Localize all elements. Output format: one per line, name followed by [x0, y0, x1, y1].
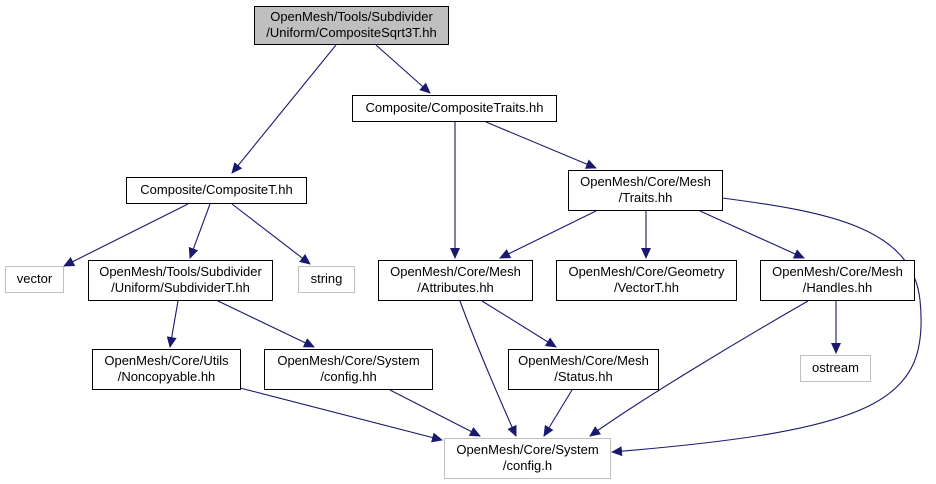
- edge-attributes-to-configH: [459, 300, 517, 437]
- edge-meshTraits-to-attributes: [499, 210, 597, 259]
- edge-noncopyable-to-configH: [239, 387, 443, 443]
- node-label-line: /Traits.hh: [619, 190, 673, 205]
- node-label-line: Composite/CompositeTraits.hh: [366, 100, 544, 115]
- node-label-line: OpenMesh/Core/Mesh: [518, 353, 649, 368]
- node-label-line: OpenMesh/Core/Geometry: [568, 264, 725, 279]
- node-label-line: OpenMesh/Core/Mesh: [580, 174, 711, 189]
- edge-meshTraits-to-handles: [699, 210, 805, 259]
- node-vectorT[interactable]: OpenMesh/Core/Geometry/VectorT.hh: [556, 260, 737, 301]
- node-subdividerT[interactable]: OpenMesh/Tools/Subdivider/Uniform/Subdiv…: [88, 260, 273, 301]
- edge-root-to-compositeTraits: [375, 44, 431, 94]
- node-label-line: /config.hh: [320, 369, 376, 384]
- node-box: [264, 349, 433, 390]
- node-box: [800, 355, 871, 382]
- edge-subdividerT-to-configHH: [217, 300, 315, 348]
- edge-compositeT-to-string: [231, 203, 311, 265]
- node-box: [92, 349, 241, 390]
- node-string: string: [298, 266, 355, 293]
- node-vector: vector: [5, 266, 64, 293]
- edge-attributes-to-status: [481, 300, 557, 348]
- node-noncopyable[interactable]: OpenMesh/Core/Utils/Noncopyable.hh: [92, 349, 241, 390]
- node-box: [378, 260, 533, 301]
- node-label-line: /Status.hh: [554, 369, 613, 384]
- node-label-line: OpenMesh/Tools/Subdivider: [99, 264, 262, 279]
- node-handles[interactable]: OpenMesh/Core/Mesh/Handles.hh: [760, 260, 915, 301]
- node-label-line: /Uniform/SubdividerT.hh: [111, 280, 250, 295]
- node-ostream: ostream: [800, 355, 871, 382]
- node-status[interactable]: OpenMesh/Core/Mesh/Status.hh: [508, 349, 659, 390]
- node-configH: OpenMesh/Core/System/config.h: [444, 438, 611, 479]
- node-label-line: OpenMesh/Core/System: [456, 442, 598, 457]
- edge-configHH-to-configH: [389, 389, 481, 437]
- node-box: [88, 260, 273, 301]
- node-label-line: /config.h: [503, 458, 552, 473]
- edge-compositeT-to-vector: [63, 203, 189, 267]
- node-root[interactable]: OpenMesh/Tools/Subdivider/Uniform/Compos…: [254, 6, 449, 45]
- node-box: [760, 260, 915, 301]
- node-label-line: OpenMesh/Core/Mesh: [390, 264, 521, 279]
- node-compositeTraits[interactable]: Composite/CompositeTraits.hh: [352, 95, 557, 122]
- edge-meshTraits-to-configH: [611, 197, 922, 457]
- node-compositeT[interactable]: Composite/CompositeT.hh: [126, 177, 307, 204]
- node-label-line: OpenMesh/Core/System: [277, 353, 419, 368]
- node-label-line: /Handles.hh: [803, 280, 872, 295]
- node-label-line: ostream: [812, 360, 859, 375]
- edge-handles-to-configH: [589, 300, 809, 437]
- node-label-line: /Noncopyable.hh: [118, 369, 216, 384]
- edge-subdividerT-to-noncopyable: [166, 300, 179, 348]
- node-configHH[interactable]: OpenMesh/Core/System/config.hh: [264, 349, 433, 390]
- node-box: [568, 170, 723, 211]
- node-box: [254, 6, 449, 45]
- node-label-line: /VectorT.hh: [614, 280, 679, 295]
- node-box: [352, 95, 557, 122]
- edge-status-to-configH: [543, 389, 573, 437]
- edge-root-to-compositeT: [231, 44, 337, 174]
- node-label-line: string: [311, 271, 343, 286]
- node-label-line: vector: [17, 271, 53, 286]
- node-label-line: /Attributes.hh: [417, 280, 494, 295]
- node-box: [126, 177, 307, 204]
- node-meshTraits[interactable]: OpenMesh/Core/Mesh/Traits.hh: [568, 170, 723, 211]
- node-label-line: OpenMesh/Core/Mesh: [772, 264, 903, 279]
- node-box: [444, 438, 611, 479]
- node-label-line: OpenMesh/Tools/Subdivider: [270, 9, 433, 24]
- node-box: [298, 266, 355, 293]
- node-label-line: OpenMesh/Core/Utils: [104, 353, 229, 368]
- node-attributes[interactable]: OpenMesh/Core/Mesh/Attributes.hh: [378, 260, 533, 301]
- nodes-layer: OpenMesh/Tools/Subdivider/Uniform/Compos…: [5, 6, 915, 479]
- node-label-line: Composite/CompositeT.hh: [140, 182, 292, 197]
- node-box: [508, 349, 659, 390]
- node-box: [5, 266, 64, 293]
- node-label-line: /Uniform/CompositeSqrt3T.hh: [266, 25, 437, 40]
- edges-layer: [63, 44, 922, 457]
- node-box: [556, 260, 737, 301]
- edge-compositeT-to-subdividerT: [188, 203, 211, 259]
- edge-compositeTraits-to-meshTraits: [485, 121, 597, 169]
